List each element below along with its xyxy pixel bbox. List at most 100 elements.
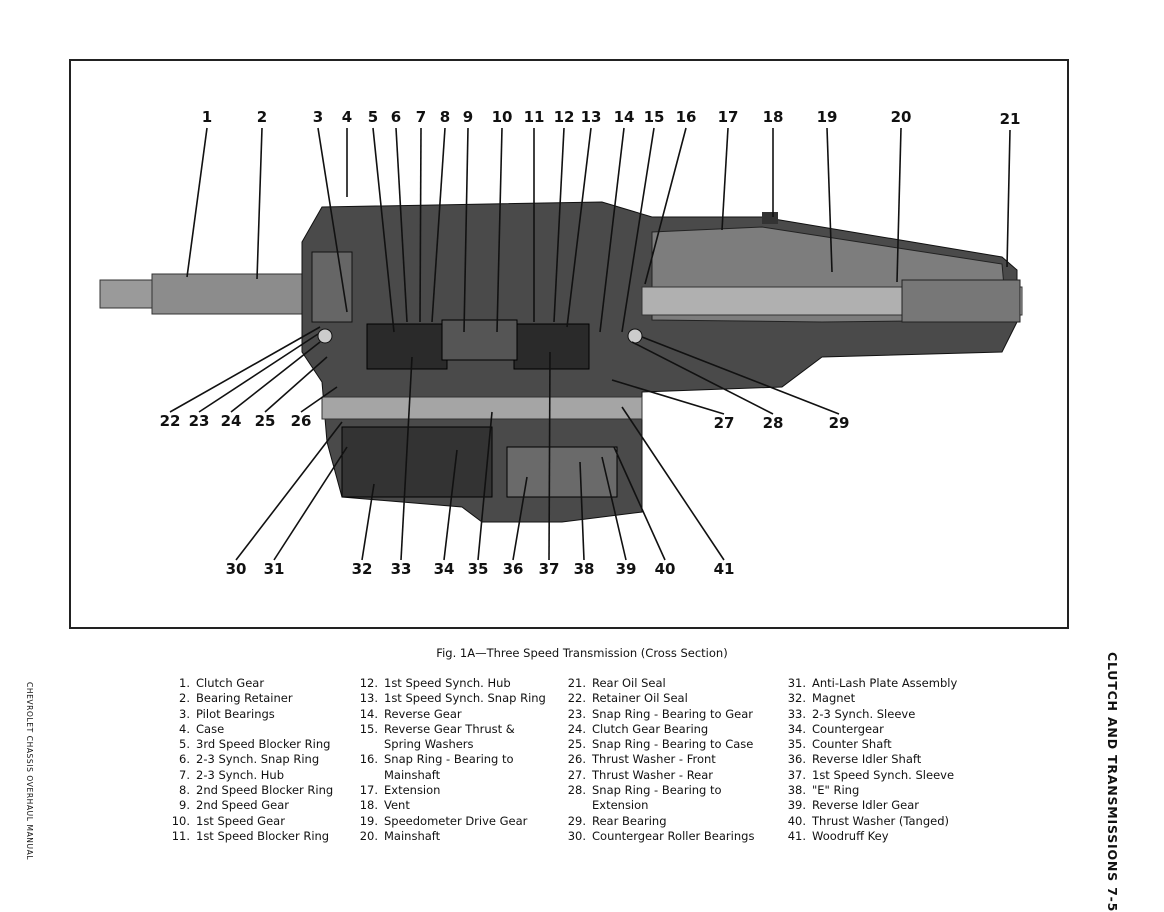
legend-number: 24.: [567, 721, 586, 736]
legend-number: 6.: [179, 752, 190, 767]
legend-label: Mainshaft: [384, 767, 441, 782]
callout-number: 9: [463, 108, 473, 126]
callout-number: 14: [614, 108, 635, 126]
legend-item: 36.Reverse Idler Shaft: [776, 752, 957, 767]
callout-number: 41: [714, 560, 735, 578]
legend-item: 10.1st Speed Gear: [164, 814, 333, 829]
leader-line: [496, 127, 503, 333]
legend-label: Reverse Idler Gear: [812, 798, 919, 813]
legend-item: 21. Rear Oil Seal: [556, 676, 754, 691]
leader-line: [186, 127, 208, 278]
leader-line: [566, 127, 592, 328]
leader-line: [431, 127, 446, 323]
legend-item: 3.Pilot Bearings: [164, 707, 333, 722]
legend-number: 12.: [359, 676, 378, 690]
legend-number: 2.: [179, 691, 190, 706]
leader-line: [264, 356, 328, 413]
legend-number: 28.: [567, 783, 586, 798]
legend-item: 19.Speedometer Drive Gear: [348, 814, 546, 829]
legend-number: 16.: [359, 752, 378, 767]
legend-label: Vent: [384, 798, 410, 813]
legend-number: 35.: [787, 737, 806, 752]
legend-number: 38.: [787, 783, 806, 798]
callout-number: 18: [763, 108, 784, 126]
legend-number: 15.: [359, 721, 378, 736]
legend-label: Snap Ring - Bearing to Gear: [592, 706, 753, 721]
leader-line: [273, 446, 348, 561]
legend-number: 33.: [787, 706, 806, 721]
legend-number: [556, 798, 592, 813]
callout-number: 23: [189, 412, 210, 430]
legend-label: Reverse Idler Shaft: [812, 752, 922, 767]
callout-number: 19: [817, 108, 838, 126]
legend-label: 3rd Speed Blocker Ring: [196, 737, 331, 752]
legend-number: 4.: [179, 721, 190, 736]
legend-label: "E" Ring: [812, 783, 860, 798]
legend-number: 19.: [359, 813, 378, 828]
legend-number: 41.: [787, 828, 806, 843]
leader-line: [419, 127, 422, 323]
legend-label: Snap Ring - Bearing to: [592, 783, 722, 798]
legend-item: 40.Thrust Washer (Tanged): [776, 814, 957, 829]
legend-label: Reverse Gear Thrust &: [384, 721, 515, 736]
legend-item: 6.2-3 Synch. Snap Ring: [164, 752, 333, 767]
legend-item: 8.2nd Speed Blocker Ring: [164, 783, 333, 798]
legend-label: Case: [196, 721, 225, 736]
legend-column-3: 21. Rear Oil Seal 22. Retainer Oil Seal 23. S…: [556, 676, 755, 844]
leader-line: [579, 461, 585, 561]
legend-number: 37.: [787, 767, 806, 782]
callout-number: 22: [160, 412, 181, 430]
legend-label: Snap Ring - Bearing to Case: [592, 737, 754, 752]
leader-line: [256, 127, 263, 280]
legend-number: 22.: [567, 691, 586, 706]
legend-number: 32.: [787, 691, 806, 706]
callout-number: 33: [391, 560, 412, 578]
legend-item: 27.Thrust Washer - Rear: [556, 768, 754, 783]
legend-label: Clutch Gear: [196, 676, 265, 690]
callout-number: 21: [1000, 110, 1021, 128]
callout-number: 27: [714, 414, 735, 432]
callout-number: 3: [313, 108, 323, 126]
callout-number: 29: [829, 414, 850, 432]
legend-item: 7.2-3 Synch. Hub: [164, 768, 333, 783]
legend-label: Counter Shaft: [812, 737, 892, 752]
transmission-drawing: [99, 201, 1023, 523]
callout-number: 36: [503, 560, 524, 578]
legend-label: Rear Oil Seal: [592, 676, 666, 690]
legend-label: Thrust Washer - Front: [592, 752, 716, 767]
legend-number: 5.: [179, 737, 190, 752]
leader-line: [896, 127, 902, 283]
legend-item: 14.Reverse Gear: [348, 707, 546, 722]
legend-label: Retainer Oil Seal: [592, 691, 688, 706]
leader-line: [601, 456, 627, 561]
legend-number: 13.: [359, 691, 378, 706]
legend-item: Mainshaft: [348, 768, 546, 783]
leader-line: [198, 333, 319, 413]
leader-line: [548, 351, 551, 561]
leader-line: [317, 127, 348, 313]
legend-number: 30.: [567, 828, 586, 843]
callout-number: 31: [264, 560, 285, 578]
legend-label: Spring Washers: [384, 737, 474, 752]
legend-number: 23.: [567, 706, 586, 721]
callout-number: 13: [581, 108, 602, 126]
legend-item: 26.Thrust Washer - Front: [556, 752, 754, 767]
legend-item: Extension: [556, 798, 754, 813]
legend-label: 1st Speed Synch. Hub: [384, 676, 511, 690]
legend-item: 4. Case: [164, 722, 333, 737]
leader-line: [613, 446, 666, 561]
leader-line: [641, 336, 840, 415]
leader-line: [621, 127, 655, 333]
legend-item: 32.Magnet: [776, 691, 957, 706]
legend-number: 21.: [567, 676, 586, 690]
legend-item: 34.Countergear: [776, 722, 957, 737]
legend-item: 24.Clutch Gear Bearing: [556, 722, 754, 737]
callout-number: 16: [676, 108, 697, 126]
legend-item: 35. Counter Shaft: [776, 737, 957, 752]
leader-line: [463, 127, 469, 333]
